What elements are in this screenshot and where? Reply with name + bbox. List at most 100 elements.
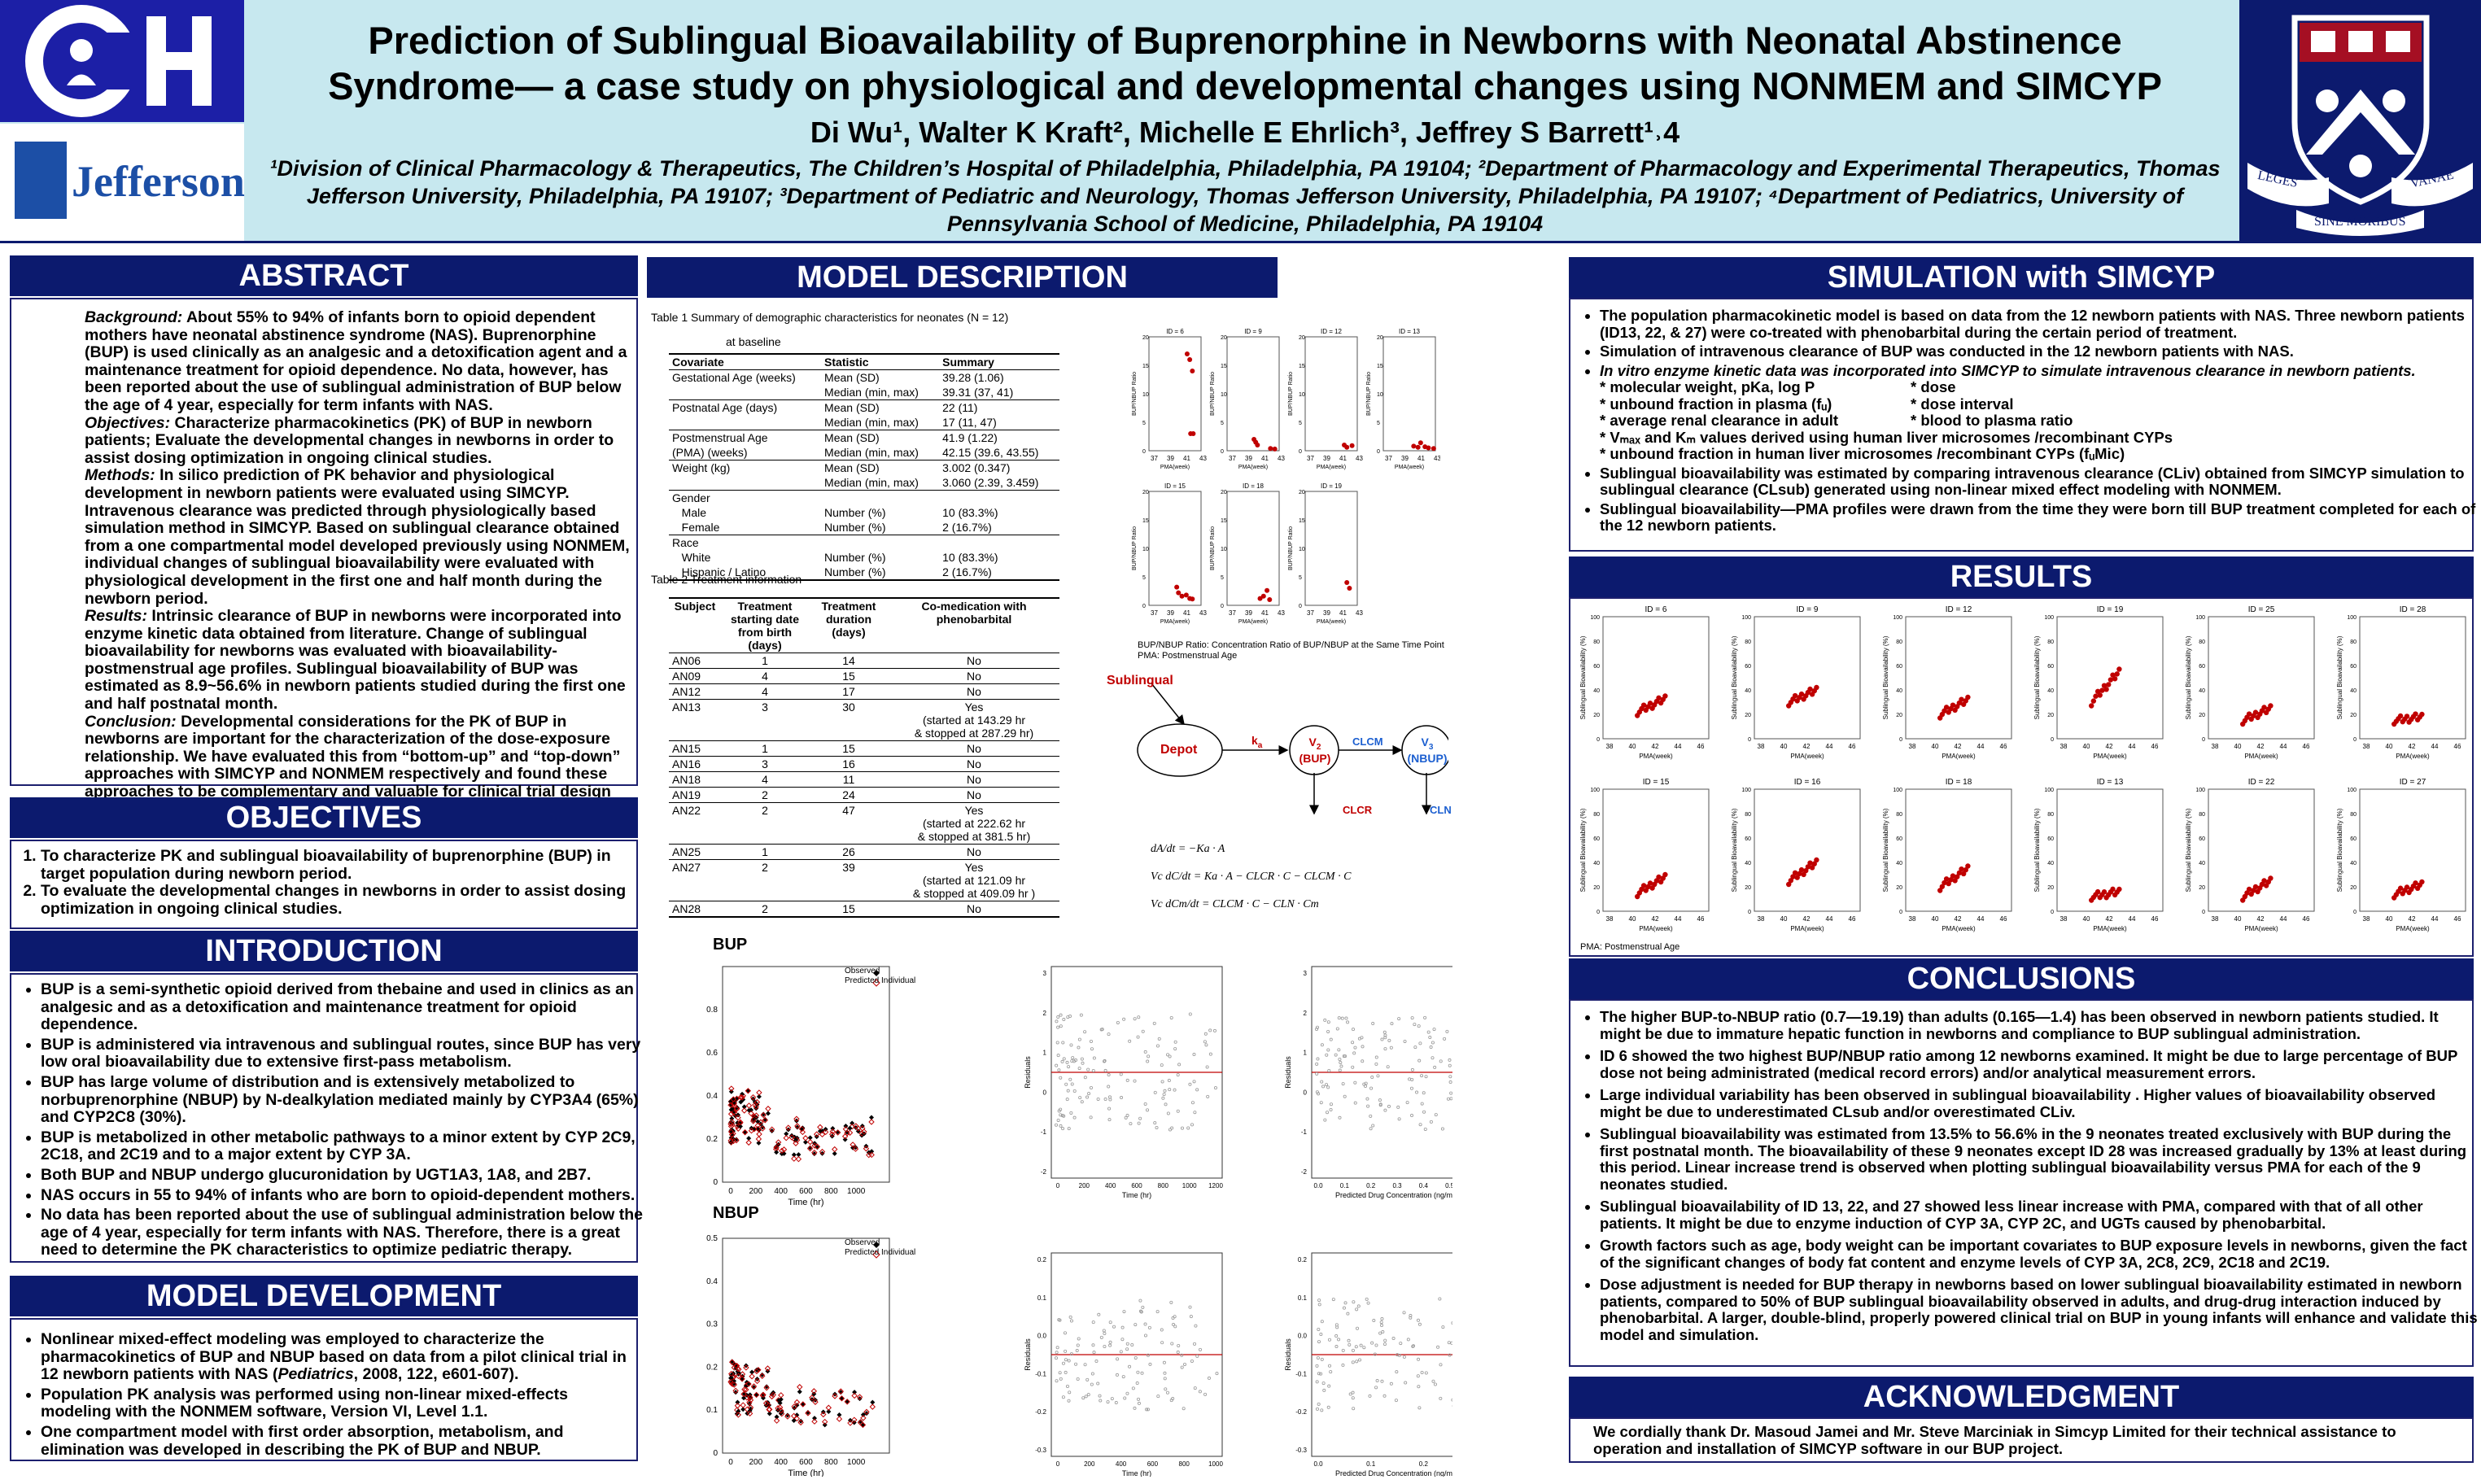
tick-label: 80 bbox=[1745, 639, 1751, 645]
table-cell: 22 (11) bbox=[942, 401, 978, 414]
residual-point bbox=[1194, 1324, 1198, 1328]
residual-point bbox=[1190, 1101, 1195, 1105]
data-point-predicted bbox=[748, 1127, 755, 1134]
data-point-observed bbox=[815, 1145, 820, 1150]
residual-point bbox=[1138, 1309, 1142, 1313]
axis-label: Sublingual Bioavailability (%) bbox=[1731, 635, 1738, 719]
table-cell: 3 bbox=[762, 701, 768, 714]
data-point-observed bbox=[765, 1111, 771, 1116]
tick-label: 20 bbox=[2350, 885, 2357, 891]
axis-label: PMA(week) bbox=[1942, 925, 1976, 932]
data-point-observed bbox=[817, 1128, 823, 1134]
data-point bbox=[1807, 686, 1813, 692]
tick-label: 60 bbox=[1896, 664, 1902, 670]
tick-label: 0 bbox=[1299, 604, 1302, 609]
tick-label: 0.0 bbox=[1298, 1333, 1308, 1340]
residual-point bbox=[1383, 1047, 1387, 1051]
data-point bbox=[1640, 702, 1647, 708]
table-cell: AN22 bbox=[672, 804, 701, 817]
legend-observed: Observed bbox=[845, 967, 880, 976]
tick-label: 42 bbox=[2106, 915, 2113, 923]
pk-equations: dA/dt = −Ka · A Vc dC/dt = Ka · A − CLCR… bbox=[1151, 836, 1351, 919]
table-cell: AN19 bbox=[672, 788, 701, 801]
residual-point bbox=[1122, 1017, 1126, 1021]
tick-label: 43 bbox=[1356, 455, 1363, 462]
tick-label: 43 bbox=[1278, 609, 1285, 617]
table-cell: Yes (started at 222.62 hr & stopped at 3… bbox=[917, 804, 1031, 843]
tick-label: 38 bbox=[2212, 743, 2219, 750]
param: * unbound fraction in human liver micros… bbox=[1600, 445, 2125, 462]
residual-point bbox=[1417, 1406, 1422, 1410]
data-point-predicted bbox=[838, 1395, 845, 1402]
data-point-observed bbox=[735, 1399, 740, 1405]
diagram-depot: Depot bbox=[1160, 743, 1198, 757]
residual-point bbox=[1097, 1312, 1101, 1316]
residual-point bbox=[1341, 1348, 1345, 1352]
diagram-v2-label: (BUP) bbox=[1299, 751, 1331, 765]
residual-point bbox=[1409, 1086, 1413, 1090]
residual-point bbox=[1059, 1113, 1063, 1117]
data-point-predicted bbox=[737, 1093, 745, 1101]
plot-title: ID = 13 bbox=[2097, 778, 2124, 787]
residual-point bbox=[1354, 1345, 1358, 1349]
data-point bbox=[1267, 597, 1273, 602]
axis-label: Residuals bbox=[1024, 1338, 1032, 1371]
residual-point bbox=[1103, 1345, 1107, 1349]
data-point-predicted bbox=[740, 1402, 746, 1408]
table-cell: 39.28 (1.06) bbox=[942, 371, 1004, 384]
data-point-predicted bbox=[728, 1370, 735, 1377]
residual-point bbox=[1418, 1123, 1422, 1127]
data-point-predicted bbox=[847, 1420, 854, 1426]
tick-label: 40 bbox=[2350, 688, 2357, 694]
data-point-predicted bbox=[814, 1143, 821, 1150]
tick-label: 100 bbox=[2044, 788, 2054, 793]
plot-frame bbox=[2056, 788, 2164, 912]
table-cell bbox=[821, 491, 939, 506]
penn-logo: LEGES VANAE SINE MORIBUS bbox=[2239, 0, 2481, 241]
data-point-observed bbox=[822, 1422, 828, 1428]
residual-point bbox=[1169, 1300, 1173, 1304]
list-item: The higher BUP-to-NBUP ratio (0.7—19.19)… bbox=[1600, 1008, 2479, 1042]
residual-point bbox=[1445, 1029, 1449, 1033]
residual-point bbox=[1316, 1355, 1320, 1360]
residual-point bbox=[1165, 1390, 1169, 1395]
residual-point bbox=[1140, 1371, 1144, 1375]
tick-label: 37 bbox=[1307, 455, 1314, 462]
tick-label: 0 bbox=[1142, 604, 1146, 609]
residual-point bbox=[1107, 1032, 1111, 1037]
tick-label: 100 bbox=[1893, 788, 1902, 793]
results-footnote: PMA: Postmenstrual Age bbox=[1580, 942, 1680, 952]
residual-point bbox=[1115, 1373, 1119, 1377]
list-item: Sublingual bioavailability was estimated… bbox=[1600, 1125, 2479, 1193]
tick-label: -0.2 bbox=[1035, 1408, 1046, 1416]
tick-label: 20 bbox=[2047, 885, 2054, 891]
residual-point bbox=[1360, 1036, 1364, 1040]
residual-point bbox=[1348, 1392, 1352, 1396]
data-point-observed bbox=[728, 1375, 734, 1381]
residual-point bbox=[1081, 1396, 1085, 1400]
data-point-observed bbox=[850, 1145, 856, 1150]
tick-label: 44 bbox=[1675, 915, 1682, 923]
tick-label: 42 bbox=[1652, 743, 1659, 750]
residual-point bbox=[1107, 1085, 1111, 1089]
data-point-predicted bbox=[756, 1131, 762, 1137]
residual-point bbox=[1337, 1338, 1341, 1342]
residual-point bbox=[1180, 1353, 1184, 1357]
data-point-observed bbox=[755, 1119, 761, 1124]
axis-label: BUP/NBUP Ratio bbox=[1288, 372, 1294, 416]
plot-title: ID = 19 bbox=[1321, 482, 1343, 490]
residual-point bbox=[1351, 1065, 1355, 1069]
table-cell bbox=[939, 491, 1059, 506]
data-point-observed bbox=[860, 1412, 866, 1417]
tick-label: 0.1 bbox=[706, 1406, 718, 1415]
tick-label: 60 bbox=[2350, 836, 2357, 842]
residual-point bbox=[1399, 1342, 1403, 1346]
tick-label: 37 bbox=[1385, 455, 1392, 462]
list-item: BUP is a semi-synthetic opioid derived f… bbox=[41, 980, 643, 1034]
residual-point bbox=[1147, 1054, 1151, 1058]
